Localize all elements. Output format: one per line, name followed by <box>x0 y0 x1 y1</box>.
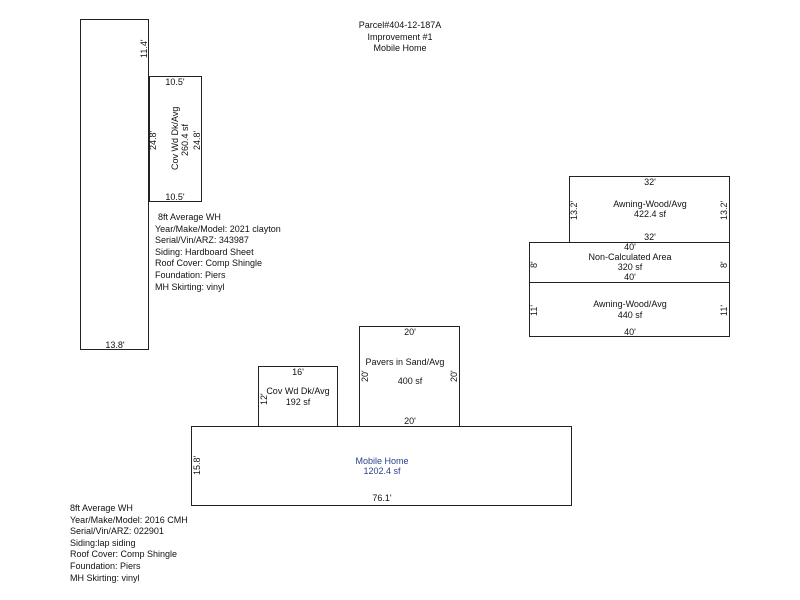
awning-upper-right-dim: 13.2' <box>719 200 729 220</box>
awning-upper-label: Awning-Wood/Avg <box>613 199 687 209</box>
cov-deck-lower-area: 192 sf <box>285 397 311 407</box>
info-lower-line: Serial/Vin/ARZ: 022901 <box>70 526 164 537</box>
cov-deck-lower-top-dim: 16' <box>292 367 304 377</box>
awning-lower-bottom-dim: 40' <box>624 327 636 337</box>
tall-unit-outline <box>80 19 149 350</box>
parcel-number: Parcel#404-12-187A <box>358 20 442 30</box>
awning-upper-left-dim: 13.2' <box>569 200 579 220</box>
cov-deck-lower-left-dim: 12' <box>259 393 269 405</box>
info-upper-line: Foundation: Piers <box>155 269 226 280</box>
awning-lower-right-dim: 11' <box>719 304 729 316</box>
awning-lower-label: Awning-Wood/Avg <box>593 299 667 309</box>
awning-upper-bottom-dim: 32' <box>644 232 656 242</box>
info-lower-line: Siding:lap siding <box>70 537 136 548</box>
awning-upper-top-dim: 32' <box>644 177 656 187</box>
pavers-area: 400 sf <box>397 376 423 386</box>
non-calc-label: Non-Calculated Area <box>588 252 672 262</box>
info-upper-line: Siding: Hardboard Sheet <box>155 246 254 257</box>
cov-deck-upper-top-dim: 10.5' <box>165 77 185 87</box>
improvement-label: Improvement #1 <box>367 32 433 42</box>
info-upper: 8ft Average WH Year/Make/Model: 2021 cla… <box>155 212 281 293</box>
cov-deck-lower-label: Cov Wd Dk/Avg <box>266 386 330 396</box>
info-lower-line: MH Skirting: vinyl <box>70 572 140 583</box>
awning-lower-left-dim: 11' <box>529 304 539 316</box>
info-lower-line: 8ft Average WH <box>70 503 133 513</box>
tall-unit-bottom-dim: 13.8' <box>105 340 125 350</box>
cov-deck-upper-label: Cov Wd Dk/Avg <box>170 106 180 170</box>
non-calc-right-dim: 8' <box>719 261 729 268</box>
info-upper-line: Serial/Vin/ARZ: 343987 <box>155 235 249 246</box>
pavers-top-dim: 20' <box>404 327 416 337</box>
pavers-bottom-dim: 20' <box>404 416 416 426</box>
mobile-home-bottom-dim: 76.1' <box>372 493 392 503</box>
awning-lower-area: 440 sf <box>617 310 643 320</box>
info-upper-line: 8ft Average WH <box>158 212 221 222</box>
info-lower: 8ft Average WH Year/Make/Model: 2016 CMH… <box>70 503 188 584</box>
info-lower-line: Year/Make/Model: 2016 CMH <box>70 514 188 525</box>
cov-deck-upper-outline <box>149 76 202 202</box>
non-calc-bottom-dim: 40' <box>624 272 636 282</box>
info-upper-line: Year/Make/Model: 2021 clayton <box>155 223 281 234</box>
cov-deck-upper-right-dim: 24.8' <box>192 130 202 150</box>
cov-deck-upper-area: 260.4 sf <box>180 123 190 156</box>
mobile-home-label: Mobile Home <box>355 456 409 466</box>
tall-unit-top-dim: 11.4' <box>139 39 149 58</box>
non-calc-top-dim: 40' <box>624 242 636 252</box>
info-upper-line: MH Skirting: vinyl <box>155 281 225 292</box>
mobile-home-area: 1202.4 sf <box>363 466 401 476</box>
cov-deck-upper-bottom-dim: 10.5' <box>165 192 185 202</box>
info-upper-line: Roof Cover: Comp Shingle <box>155 258 263 269</box>
info-lower-line: Foundation: Piers <box>70 560 141 571</box>
non-calc-area: 320 sf <box>617 262 643 272</box>
pavers-right-dim: 20' <box>449 370 459 382</box>
pavers-label: Pavers in Sand/Avg <box>365 357 445 367</box>
mobile-home-left-dim: 15.8' <box>192 455 202 475</box>
mobile-home-outline <box>191 426 572 506</box>
pavers-left-dim: 20' <box>360 370 370 382</box>
improvement-type: Mobile Home <box>373 43 427 53</box>
awning-upper-area: 422.4 sf <box>633 209 667 219</box>
info-lower-line: Roof Cover: Comp Shingle <box>70 549 178 560</box>
awning-lower-outline <box>529 282 730 337</box>
non-calc-left-dim: 8' <box>529 261 539 268</box>
